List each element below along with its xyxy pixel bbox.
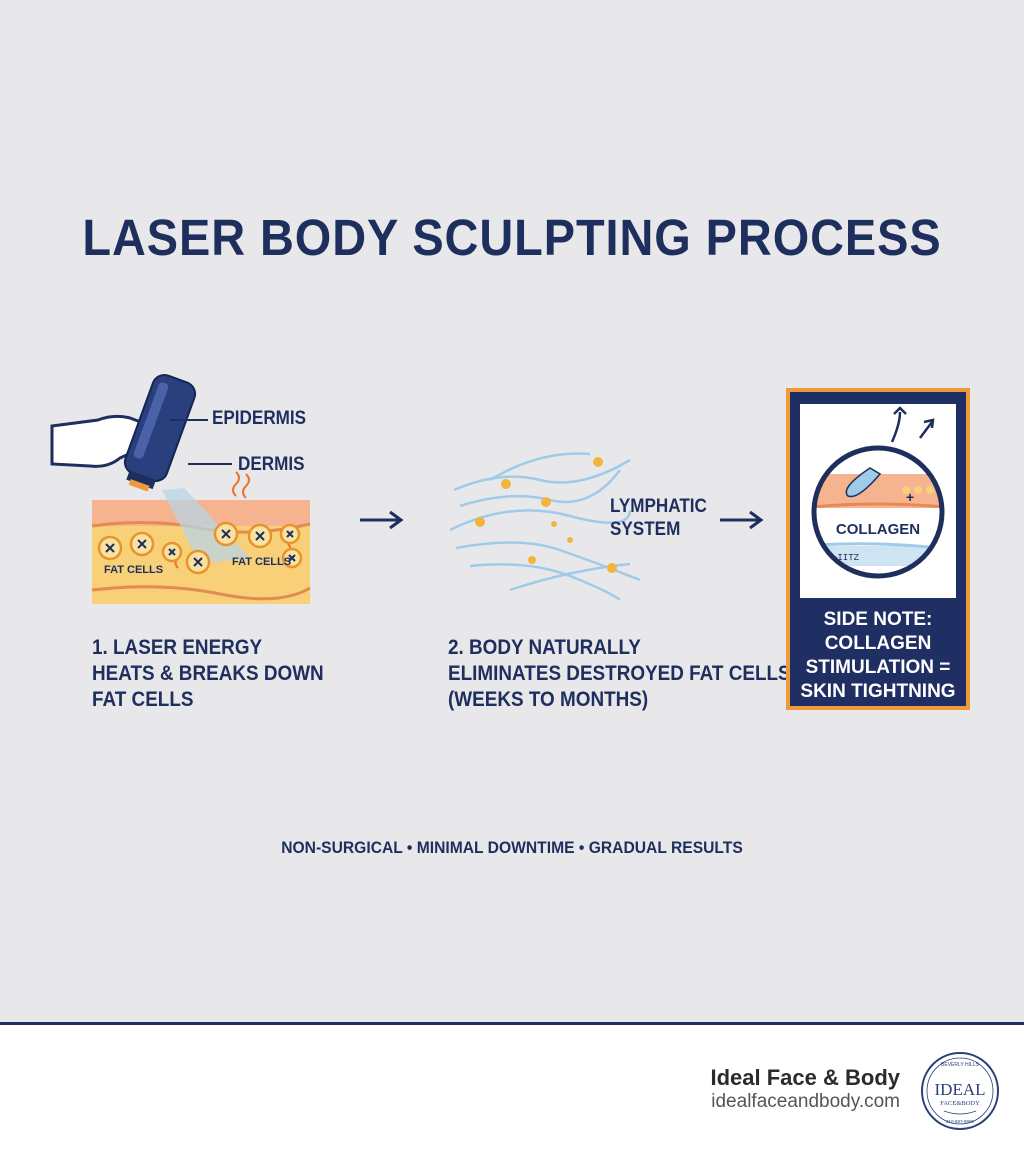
logo-sub-text: FACE&BODY <box>940 1100 980 1107</box>
step-1-caption: 1. LASER ENERGY HEATS & BREAKS DOWN FAT … <box>92 636 324 711</box>
epidermis-label: EPIDERMIS <box>212 408 307 429</box>
side-note-card: ~IITZ + COLLAGEN SIDE NOTE: COLLAGEN STI… <box>786 388 970 710</box>
arrow-right-icon <box>360 510 404 530</box>
brand-logo: BEVERLY HILLS IDEAL FACE&BODY 310-887-99… <box>921 1052 999 1130</box>
brand-url[interactable]: idealfaceandbody.com <box>711 1091 900 1112</box>
logo-phone-text: 310-887-9999 <box>946 1119 975 1124</box>
lymphatic-label: LYMPHATIC SYSTEM <box>610 496 707 540</box>
fat-cells-label-1: FAT CELLS <box>104 564 163 576</box>
benefits-tagline: NON-SURGICAL • MINIMAL DOWNTIME • GRADUA… <box>281 838 743 857</box>
step-2-caption: 2. BODY NATURALLY ELIMINATES DESTROYED F… <box>448 636 791 711</box>
logo-top-text: BEVERLY HILLS <box>941 1062 980 1068</box>
laser-device <box>123 373 197 492</box>
side-note-text: SIDE NOTE: COLLAGEN STIMULATION = SKIN T… <box>800 609 956 702</box>
footer-divider <box>0 1022 1024 1025</box>
fat-cells-label-2: FAT CELLS <box>232 556 291 568</box>
logo-main-text: IDEAL <box>935 1080 986 1099</box>
collagen-illustration: ~IITZ + COLLAGEN <box>800 404 956 598</box>
arrow-right-icon <box>720 510 764 530</box>
svg-text:+: + <box>906 489 914 505</box>
page-title: LASER BODY SCULPTING PROCESS <box>82 209 942 266</box>
footer: Ideal Face & Body idealfaceandbody.com B… <box>0 1025 1024 1154</box>
svg-text:~IITZ: ~IITZ <box>832 553 860 563</box>
collagen-label: COLLAGEN <box>836 521 920 538</box>
dermis-label: DERMIS <box>238 454 305 475</box>
laser-illustration: FAT CELLS FAT CELLS <box>50 373 311 604</box>
brand-name: Ideal Face & Body <box>710 1065 900 1090</box>
lymphatic-illustration <box>450 452 640 600</box>
